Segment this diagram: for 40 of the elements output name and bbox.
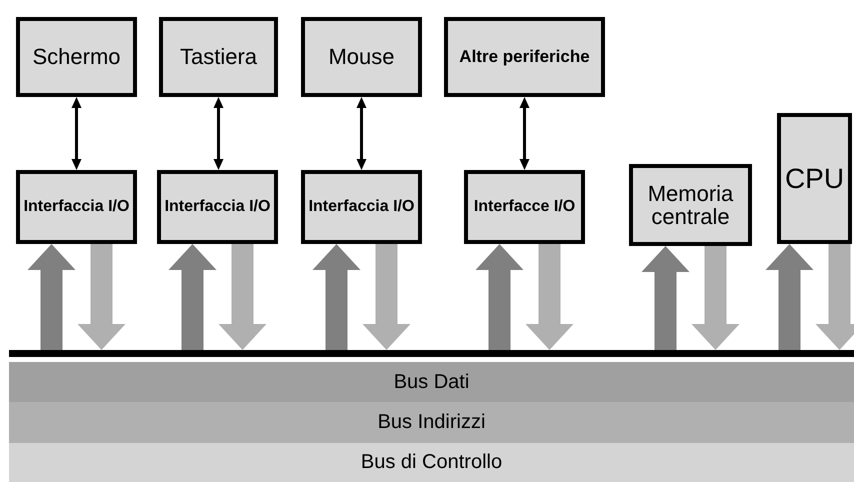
memory-box	[629, 164, 752, 246]
block-arrow	[362, 244, 410, 350]
bus-bar	[9, 350, 854, 357]
block-arrow	[692, 246, 740, 350]
device-box	[301, 17, 422, 97]
double-arrow	[520, 97, 530, 170]
block-arrow	[28, 244, 76, 350]
box-label: Interfacce I/O	[474, 198, 576, 216]
device-box	[159, 17, 278, 97]
bus-band: Bus Indirizzi	[9, 402, 854, 443]
box-label: Memoria centrale	[646, 182, 734, 228]
box-label: Mouse	[328, 45, 395, 69]
device-box	[16, 17, 137, 97]
block-arrow	[78, 244, 126, 350]
double-arrow	[72, 97, 82, 170]
block-arrow	[312, 244, 360, 350]
box-label: Interfaccia I/O	[24, 198, 130, 216]
interface-box	[464, 170, 585, 244]
box-label: Interfaccia I/O	[308, 198, 414, 216]
interface-box	[301, 170, 422, 244]
bus-band: Bus di Controllo	[9, 443, 854, 482]
box-label: Schermo	[32, 45, 121, 69]
box-label: Interfaccia I/O	[164, 198, 270, 216]
block-arrow	[218, 244, 266, 350]
interface-box	[16, 170, 137, 244]
block-arrow	[816, 244, 854, 350]
box-label: CPU	[784, 164, 844, 194]
interface-box	[157, 170, 278, 244]
block-arrow	[526, 244, 574, 350]
box-label: Altre periferiche	[459, 48, 590, 66]
cpu-box	[777, 113, 852, 244]
block-arrow	[168, 244, 216, 350]
bus-band: Bus Dati	[9, 362, 854, 402]
block-arrow	[476, 244, 524, 350]
double-arrow	[214, 97, 224, 170]
block-arrow	[642, 246, 690, 350]
box-label: Tastiera	[180, 45, 258, 69]
device-box	[444, 17, 605, 97]
block-arrow	[766, 244, 814, 350]
double-arrow	[356, 97, 366, 170]
